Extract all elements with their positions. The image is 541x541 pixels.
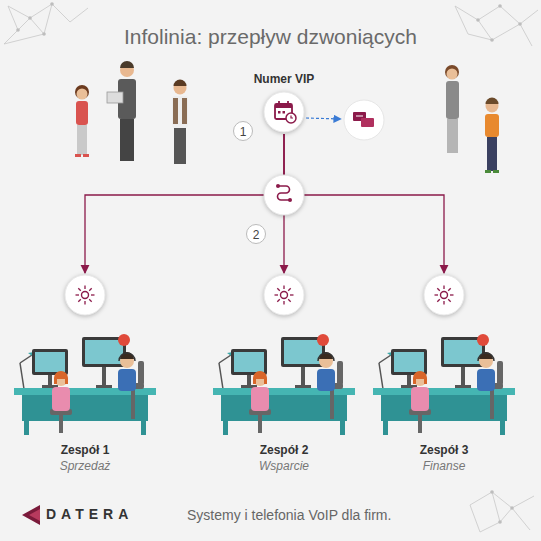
logo-mark: [22, 505, 40, 525]
team-illustration: [369, 327, 519, 437]
team-name: Zespół 1: [4, 443, 166, 457]
node-heading: Numer VIP: [230, 72, 338, 86]
people-right: [445, 65, 499, 173]
diagram-title: Infolinia: przepływ dzwoniących: [0, 25, 541, 49]
callout-number: 1: [233, 121, 253, 141]
team-subtitle: Sprzedaż: [4, 459, 166, 473]
team-node: Zespół 3 Finanse: [363, 273, 525, 473]
team-name: Zespół 3: [363, 443, 525, 457]
team-node: Zespół 1 Sprzedaż: [4, 273, 166, 473]
team-subtitle: Finanse: [363, 459, 525, 473]
team-subtitle: Wsparcie: [203, 459, 365, 473]
team-illustration: [10, 327, 160, 437]
sms-branch: [306, 100, 384, 140]
callout-number: 2: [246, 224, 266, 244]
people-left: [75, 61, 188, 164]
router-circle: [264, 175, 304, 215]
calendar-icon: [262, 90, 306, 134]
team-node: Zespół 2 Wsparcie: [203, 273, 365, 473]
tagline: Systemy i telefonia VoIP dla firm.: [187, 507, 391, 523]
team-illustration: [209, 327, 359, 437]
flow-connector: [284, 134, 444, 273]
network-decor: [4, 4, 538, 532]
team-icon: [422, 273, 466, 317]
team-name: Zespół 2: [203, 443, 365, 457]
logo-wordmark: DATERA: [46, 506, 133, 522]
team-icon: [63, 273, 107, 317]
team-icon: [262, 273, 306, 317]
